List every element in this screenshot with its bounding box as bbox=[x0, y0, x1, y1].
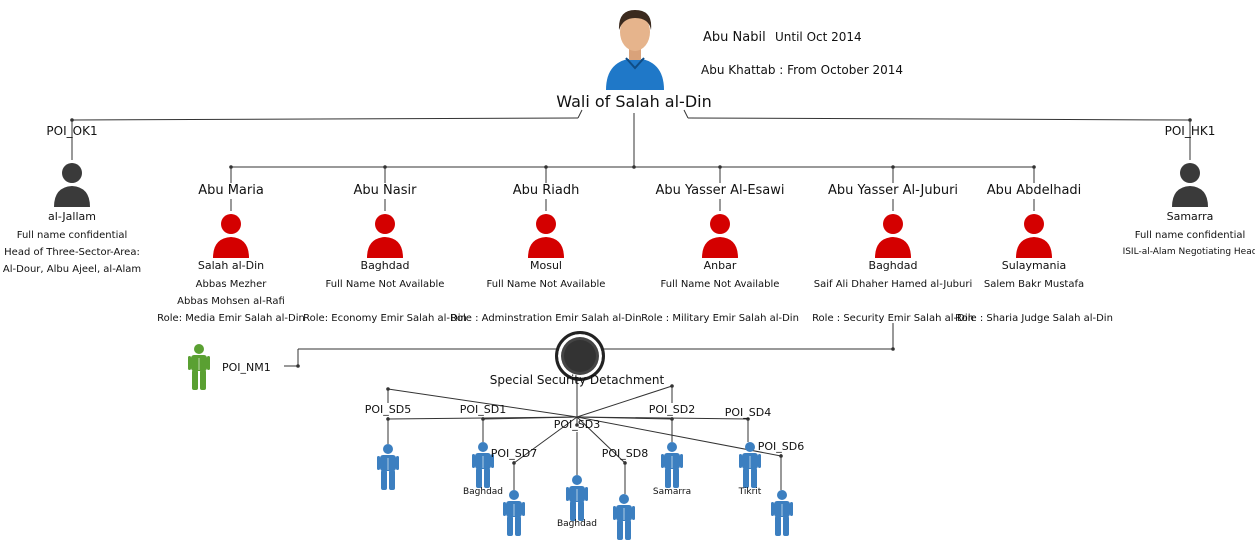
head-avatar bbox=[602, 4, 668, 90]
emir-info-line: Role: Economy Emir Salah al-Din bbox=[303, 313, 467, 324]
head-period-1: Until Oct 2014 bbox=[775, 30, 862, 44]
emir-name: Abu Abdelhadi bbox=[986, 183, 1082, 198]
detachment-member-id: POI_SD6 bbox=[757, 440, 805, 453]
emir-info-line: Abbas Mezher bbox=[195, 279, 267, 290]
side-info-line: Full name confidential bbox=[1134, 230, 1246, 241]
emir-person-icon bbox=[366, 211, 404, 263]
detachment-member-id: POI_SD8 bbox=[601, 447, 649, 460]
connector-dot bbox=[296, 364, 300, 368]
emir-info-line: Role: Media Emir Salah al-Din bbox=[157, 313, 305, 324]
emir-info-line: Full Name Not Available bbox=[325, 279, 445, 290]
side-person-icon bbox=[1171, 160, 1209, 212]
emir-city: Salah al-Din bbox=[197, 259, 265, 272]
detachment-member-icon bbox=[739, 442, 761, 492]
side-poi-id: POI_HK1 bbox=[1164, 124, 1216, 138]
detachment-member-id: POI_SD2 bbox=[648, 403, 696, 416]
emir-name: Abu Maria bbox=[198, 183, 264, 198]
emir-info-line: Role : Military Emir Salah al-Din bbox=[641, 313, 799, 324]
emir-name: Abu Nasir bbox=[353, 183, 417, 198]
detachment-node bbox=[555, 331, 605, 381]
emir-city: Anbar bbox=[703, 259, 737, 272]
connector-dot bbox=[891, 165, 895, 169]
connector-dot bbox=[1032, 165, 1036, 169]
connector-dot bbox=[575, 423, 579, 427]
emir-name: Abu Riadh bbox=[512, 183, 580, 198]
emir-info-line: Salem Bakr Mustafa bbox=[983, 279, 1085, 290]
detachment-member-id: POI_SD3 bbox=[553, 418, 601, 431]
emir-person-icon bbox=[874, 211, 912, 263]
detachment-member-icon bbox=[566, 475, 588, 525]
side-branch-left bbox=[71, 117, 579, 121]
nm-poi-id: POI_NM1 bbox=[222, 361, 271, 374]
detachment-member-id: POI_SD5 bbox=[364, 403, 412, 416]
side-person-name: al-Jallam bbox=[48, 210, 96, 223]
connector-dot bbox=[746, 417, 750, 421]
head-name-2: Abu Khattab : From October 2014 bbox=[701, 63, 904, 77]
emir-city: Baghdad bbox=[360, 259, 410, 272]
detachment-member-city: Tikrit bbox=[738, 487, 762, 497]
detachment-member-city: Baghdad bbox=[462, 487, 504, 497]
side-branch-right bbox=[687, 117, 1191, 121]
connector-dot bbox=[544, 165, 548, 169]
side-info-line: Full name confidential bbox=[16, 230, 128, 241]
emir-info-line: Full Name Not Available bbox=[486, 279, 606, 290]
connector-line bbox=[683, 109, 689, 119]
side-info-line: ISIL-al-Alam Negotiating Head bbox=[1122, 247, 1255, 257]
emir-name: Abu Yasser Al-Juburi bbox=[827, 183, 959, 198]
emir-person-icon bbox=[701, 211, 739, 263]
detachment-member-icon bbox=[613, 494, 635, 544]
connector-dot bbox=[632, 165, 636, 169]
head-title: Wali of Salah al-Din bbox=[556, 92, 712, 111]
side-person-name: Samarra bbox=[1166, 210, 1214, 223]
detachment-member-id: POI_SD1 bbox=[459, 403, 507, 416]
emir-info-line: Role : Adminstration Emir Salah al-Din bbox=[450, 313, 642, 324]
connector-line bbox=[576, 385, 673, 418]
emir-info-line: Role : Sharia Judge Salah al-Din bbox=[955, 313, 1113, 324]
connector-line bbox=[576, 416, 626, 464]
emir-city: Sulaymania bbox=[1001, 259, 1067, 272]
detachment-member-icon bbox=[661, 442, 683, 492]
nm-person-icon bbox=[188, 344, 210, 394]
connector-line bbox=[387, 388, 578, 418]
connector-dot bbox=[229, 165, 233, 169]
emir-info-line: Role : Security Emir Salah al-Din bbox=[812, 313, 974, 324]
detachment-member-icon bbox=[472, 442, 494, 492]
detachment-member-id: POI_SD7 bbox=[490, 447, 538, 460]
emir-city: Baghdad bbox=[868, 259, 918, 272]
emir-city: Mosul bbox=[530, 259, 562, 272]
detachment-title: Special Security Detachment bbox=[489, 373, 665, 387]
detachment-member-icon bbox=[377, 444, 399, 494]
detachment-member-icon bbox=[771, 490, 793, 540]
connector-dot bbox=[891, 347, 895, 351]
emir-person-icon bbox=[527, 211, 565, 263]
emir-info-line: Full Name Not Available bbox=[660, 279, 780, 290]
connector-dot bbox=[718, 165, 722, 169]
detachment-member-id: POI_SD4 bbox=[724, 406, 772, 419]
detachment-member-icon bbox=[503, 490, 525, 540]
head-name-1: Abu Nabil bbox=[703, 30, 766, 45]
emir-info-line: Abbas Mohsen al-Rafi bbox=[177, 296, 285, 307]
connector-line bbox=[513, 416, 578, 464]
connector-line bbox=[577, 109, 583, 119]
connector-line bbox=[576, 416, 749, 420]
side-info-line: Head of Three-Sector-Area: bbox=[4, 247, 140, 258]
emir-person-icon bbox=[212, 211, 250, 263]
emir-person-icon bbox=[1015, 211, 1053, 263]
emir-info-line: Saif Ali Dhaher Hamed al-Juburi bbox=[813, 279, 973, 290]
connector-dot bbox=[383, 165, 387, 169]
detachment-member-city: Baghdad bbox=[556, 519, 598, 529]
side-poi-id: POI_OK1 bbox=[46, 124, 98, 138]
emir-name: Abu Yasser Al-Esawi bbox=[655, 183, 785, 198]
side-info-line: Al-Dour, Albu Ajeel, al-Alam bbox=[2, 264, 142, 275]
connector-line bbox=[482, 416, 578, 420]
detachment-member-city: Samarra bbox=[652, 487, 692, 497]
side-person-icon bbox=[53, 160, 91, 212]
